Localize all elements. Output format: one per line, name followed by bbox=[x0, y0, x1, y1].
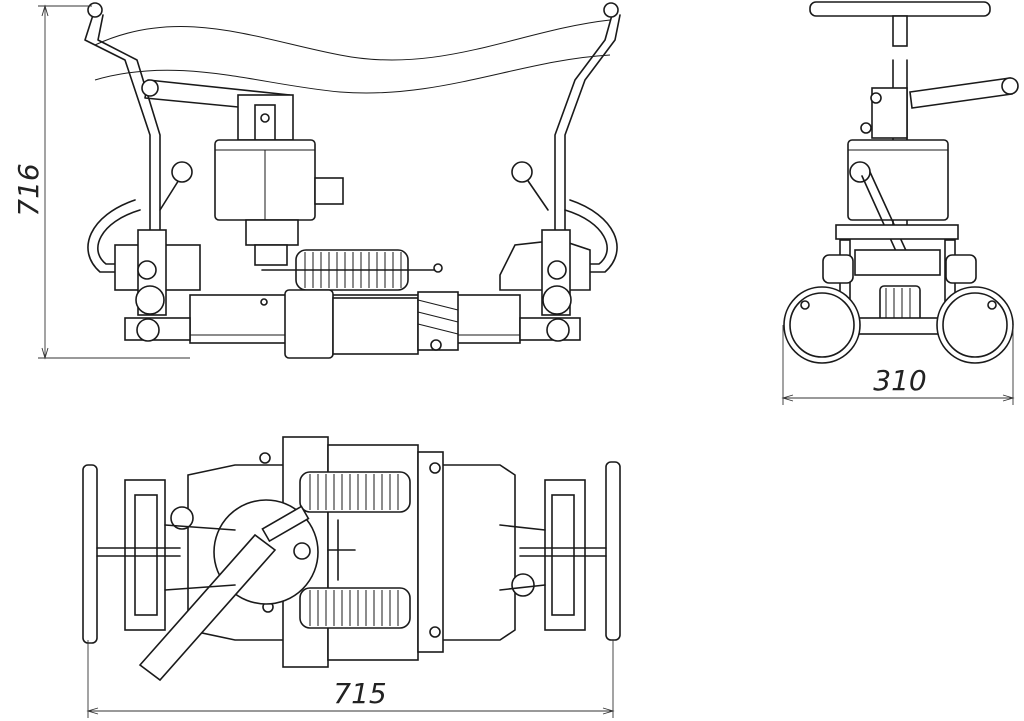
handle-bars bbox=[84, 2, 621, 273]
side-view: 310 bbox=[781, 1, 1019, 405]
front-view: 716 bbox=[12, 2, 621, 360]
width-dimension: 310 bbox=[781, 325, 1015, 405]
height-dimension: 716 bbox=[12, 4, 190, 360]
top-springs bbox=[299, 471, 411, 629]
side-wheels bbox=[783, 254, 1014, 364]
left-carriage bbox=[114, 229, 201, 342]
height-dimension-label: 716 bbox=[12, 163, 45, 216]
top-pump-disc bbox=[138, 499, 319, 682]
break-line bbox=[94, 19, 611, 61]
width-dimension-label: 310 bbox=[873, 364, 926, 397]
lever-knobs bbox=[159, 161, 549, 211]
pump-assembly bbox=[141, 79, 344, 266]
top-right-carriage bbox=[499, 461, 621, 641]
length-dimension: 715 bbox=[86, 640, 615, 718]
right-carriage bbox=[499, 229, 591, 342]
main-body bbox=[124, 289, 581, 359]
top-left-carriage bbox=[82, 464, 236, 644]
top-view: 715 bbox=[82, 436, 621, 718]
side-pump bbox=[847, 77, 1019, 261]
spring bbox=[261, 249, 443, 291]
length-dimension-label: 715 bbox=[333, 677, 386, 710]
